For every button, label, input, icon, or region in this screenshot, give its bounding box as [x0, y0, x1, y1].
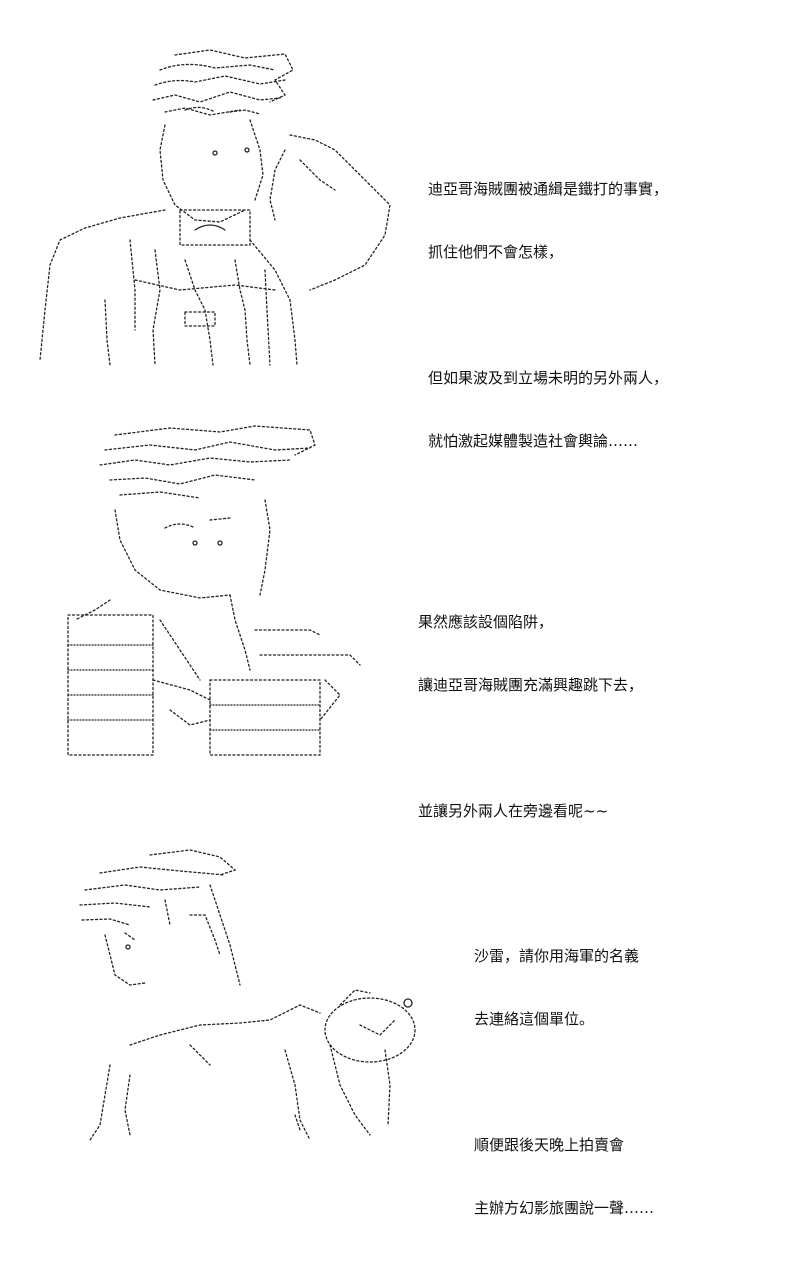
ascii-art-figure-thinking	[35, 40, 415, 370]
dialogue-line: 主辦方幻影旅團說一聲……	[474, 1199, 655, 1217]
dialogue-block: 沙雷，請你用海軍的名義 去連絡這個單位。 順便跟後天晚上拍賣會 主辦方幻影旅團說…	[474, 904, 654, 1261]
dialogue-line: 就怕激起媒體製造社會輿論……	[428, 432, 639, 450]
dialogue-line: 沙雷，請你用海軍的名義	[474, 947, 640, 965]
dialogue-line: 迪亞哥海賊團被通緝是鐵打的事實，	[428, 180, 669, 198]
dialogue-line: 抓住他們不會怎樣，	[428, 243, 564, 261]
ascii-art-figure-behind-table	[60, 420, 370, 765]
dialogue-line: 並讓另外兩人在旁邊看呢~~	[418, 802, 609, 820]
panel-1: 迪亞哥海賊團被通緝是鐵打的事實， 抓住他們不會怎樣， 但如果波及到立場未明的另外…	[0, 0, 800, 450]
dialogue-block: 果然應該設個陷阱， 讓迪亞哥海賊團充滿興趣跳下去， 並讓另外兩人在旁邊看呢~~	[418, 570, 643, 864]
dialogue-line: 讓迪亞哥海賊團充滿興趣跳下去，	[418, 676, 644, 694]
panel-3: 沙雷，請你用海軍的名義 去連絡這個單位。 順便跟後天晚上拍賣會 主辦方幻影旅團說…	[0, 835, 800, 1217]
dialogue-line: 但如果波及到立場未明的另外兩人，	[428, 369, 669, 387]
dialogue-line: 果然應該設個陷阱，	[418, 613, 554, 631]
ascii-art-figure-with-pet	[70, 845, 440, 1145]
dialogue-line: 順便跟後天晚上拍賣會	[474, 1136, 625, 1154]
dialogue-block: 迪亞哥海賊團被通緝是鐵打的事實， 抓住他們不會怎樣， 但如果波及到立場未明的另外…	[428, 137, 668, 494]
dialogue-line: 去連絡這個單位。	[474, 1010, 595, 1028]
panel-2: 果然應該設個陷阱， 讓迪亞哥海賊團充滿興趣跳下去， 並讓另外兩人在旁邊看呢~~	[0, 400, 800, 820]
